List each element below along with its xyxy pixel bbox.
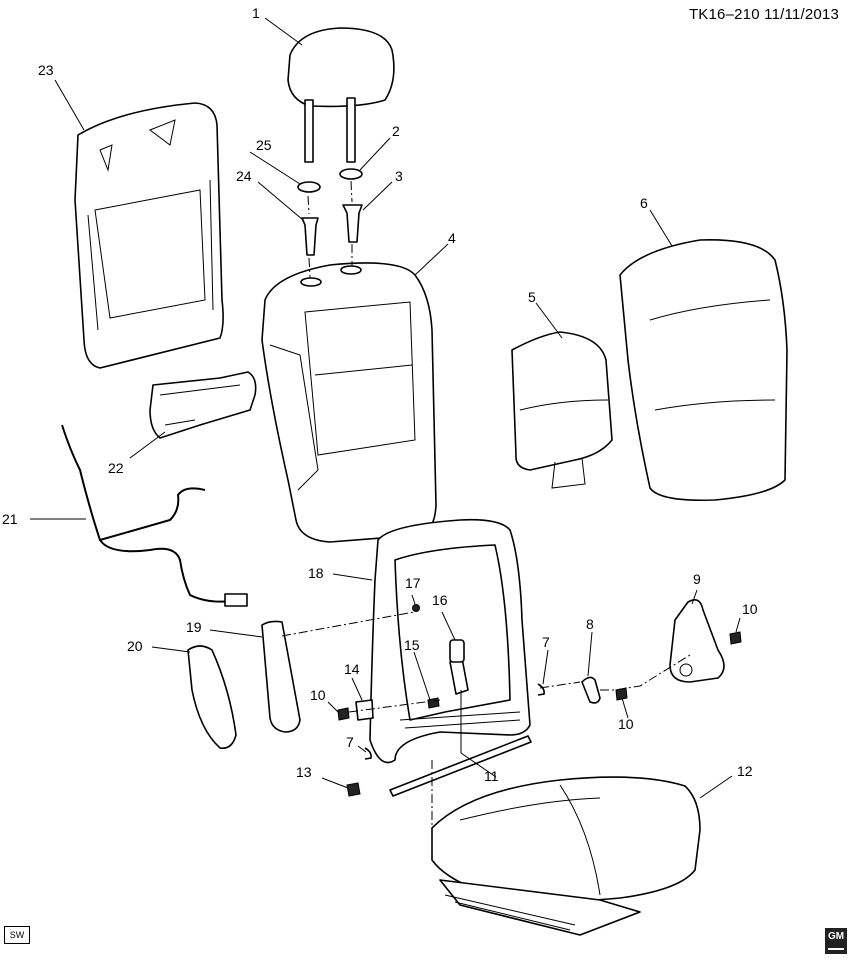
callout-6: 6 xyxy=(640,195,648,211)
callout-2: 2 xyxy=(392,123,400,139)
callout-12: 12 xyxy=(737,763,753,779)
alignment-lines xyxy=(281,180,691,835)
callout-4: 4 xyxy=(448,230,456,246)
part-24-guide xyxy=(301,217,319,256)
part-16-motor xyxy=(449,639,469,695)
callout-14: 14 xyxy=(344,661,360,677)
part-1-headrest xyxy=(287,27,395,163)
diagram-date: 11/11/2013 xyxy=(764,6,839,23)
callout-15: 15 xyxy=(404,637,420,653)
part-8-latch xyxy=(581,676,601,704)
callout-11: 11 xyxy=(484,768,499,784)
callout-23: 23 xyxy=(38,62,54,78)
leader-lines xyxy=(30,17,741,799)
part-3-guide xyxy=(342,204,363,243)
callout-18: 18 xyxy=(308,565,324,581)
part-20-side-cover xyxy=(187,645,237,750)
callout-8: 8 xyxy=(586,616,594,632)
part-21-wiring-harness xyxy=(61,424,248,607)
part-11-rod xyxy=(389,735,532,797)
part-2-escutcheon xyxy=(339,168,363,180)
callout-3: 3 xyxy=(395,168,403,184)
callout-1: 1 xyxy=(252,5,260,21)
callout-16: 16 xyxy=(432,592,448,608)
part-4-seatback-pad xyxy=(261,262,437,543)
part-17-nut xyxy=(412,604,420,612)
part-25-escutcheon xyxy=(297,181,321,193)
callout-10a: 10 xyxy=(310,687,326,703)
part-7-clip-right xyxy=(537,683,545,696)
callout-20: 20 xyxy=(127,638,143,654)
part-6-seatback-cover xyxy=(619,239,788,502)
callout-24: 24 xyxy=(236,168,252,184)
part-10-bolt-left xyxy=(337,707,350,721)
callout-numbers: 1 2 3 4 5 6 7 7 8 9 10 10 10 11 12 13 14… xyxy=(2,5,758,784)
part-13-bolt xyxy=(346,782,361,797)
part-7-clip-left xyxy=(364,747,372,760)
callout-22: 22 xyxy=(108,460,124,476)
part-23-seatback-panel xyxy=(74,102,224,369)
part-22-module xyxy=(149,371,257,439)
part-9-recliner-cover xyxy=(669,599,725,683)
callout-25: 25 xyxy=(256,137,272,153)
part-5-pad-insert xyxy=(511,331,613,489)
callout-9: 9 xyxy=(693,571,701,587)
diagram-header: TK16–210 11/11/2013 xyxy=(689,6,839,23)
sw-label-box: SW xyxy=(4,926,30,944)
part-10-bolt-right xyxy=(729,631,742,645)
callout-10c: 10 xyxy=(742,601,758,617)
part-14-bracket xyxy=(355,699,374,721)
callout-19: 19 xyxy=(186,619,202,635)
callout-10b: 10 xyxy=(618,716,634,732)
part-19-side-panel xyxy=(261,620,301,733)
callout-7a: 7 xyxy=(542,634,550,650)
callout-17: 17 xyxy=(405,575,421,591)
gm-logo-icon: GM xyxy=(825,928,847,954)
part-12-seat-cushion xyxy=(431,776,701,936)
callout-5: 5 xyxy=(528,289,536,305)
callout-7b: 7 xyxy=(346,734,354,750)
diagram-id: TK16–210 xyxy=(688,6,760,23)
callout-21: 21 xyxy=(2,511,18,527)
callout-13: 13 xyxy=(296,764,312,780)
